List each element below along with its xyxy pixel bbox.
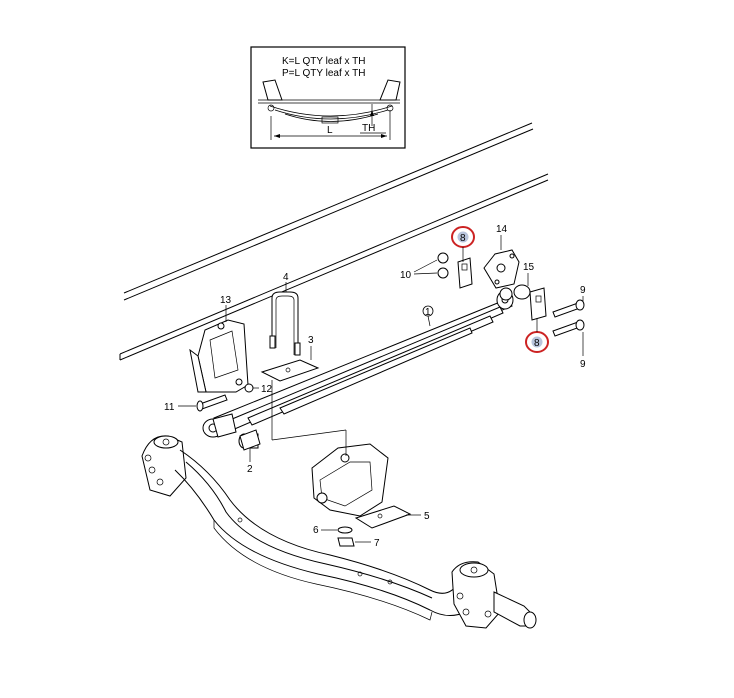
pad-5	[354, 505, 412, 529]
inset-dim-l: L	[327, 125, 333, 136]
shackle-plates	[457, 257, 547, 321]
frame-rail	[119, 122, 549, 361]
bolt-11	[196, 394, 228, 412]
callout-2: 2	[247, 464, 253, 475]
callout-12: 12	[261, 384, 273, 395]
nut-12	[244, 383, 254, 393]
u-bolt	[269, 291, 301, 356]
callout-10: 10	[400, 270, 412, 281]
callout-3: 3	[308, 335, 314, 346]
axle-seat-bracket	[311, 430, 389, 517]
callout-labels: 1 2 3 4 5 6 7 8 8 9 9 10	[164, 224, 586, 549]
callout-8-top: 8	[460, 233, 466, 244]
nuts-10	[437, 252, 449, 279]
callout-5: 5	[424, 511, 430, 522]
callout-11: 11	[164, 402, 175, 413]
callout-15: 15	[523, 262, 535, 273]
callout-6: 6	[313, 525, 319, 536]
washer-6	[337, 526, 353, 534]
leaf-spring	[202, 290, 514, 438]
callout-9-bottom: 9	[580, 359, 586, 370]
inset-line-k: K=L QTY leaf x TH	[282, 56, 365, 67]
spring-plate	[260, 359, 320, 382]
callout-13: 13	[220, 295, 232, 306]
pin-2	[239, 429, 261, 451]
leader-lines	[271, 380, 347, 441]
callout-1: 1	[425, 307, 431, 318]
rear-hanger-bracket	[483, 249, 520, 289]
inset-line-p: P=L QTY leaf x TH	[282, 68, 365, 79]
bolts-9	[552, 299, 585, 337]
front-hanger-bracket	[189, 319, 249, 393]
inset-dim-th: TH	[362, 123, 375, 134]
callout-14: 14	[496, 224, 508, 235]
callout-8-bottom: 8	[534, 338, 540, 349]
front-axle-beam	[141, 435, 537, 629]
callout-4: 4	[283, 272, 289, 283]
nut-7	[337, 537, 355, 547]
callout-9-top: 9	[580, 285, 586, 296]
leaf-spring-inset: K=L QTY leaf x TH P=L QTY leaf x TH L TH	[250, 46, 406, 149]
callout-7: 7	[374, 538, 380, 549]
